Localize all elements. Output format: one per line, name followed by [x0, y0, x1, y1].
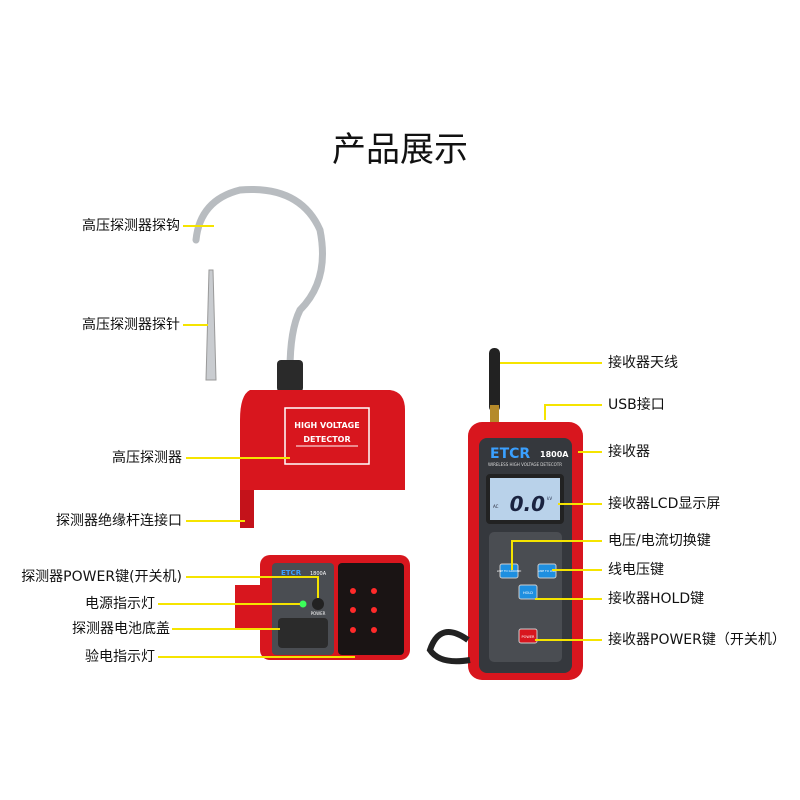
lcd-mode: AC [493, 504, 499, 509]
receiver-antenna [489, 348, 500, 412]
label-antenna: 接收器天线 [608, 355, 678, 371]
lcd-reading: 0.0 [510, 492, 546, 516]
label-detector: 高压探测器 [112, 450, 182, 466]
detector-power-label: POWER [311, 611, 326, 616]
line-to-line-label: LINE TO LINE [538, 569, 556, 573]
detector-power-button[interactable] [312, 598, 324, 610]
verification-leds [350, 588, 377, 633]
hook-collar [277, 360, 303, 392]
page-title: 产品展示 [332, 130, 468, 170]
label-probe-pin: 高压探测器探针 [82, 317, 180, 333]
battery-cover [278, 618, 328, 648]
receiver-model: 1800A [540, 450, 569, 459]
small-detector-model: 1800A [310, 571, 327, 577]
label-detector-power: 探测器POWER键(开关机) [21, 569, 182, 585]
lanyard [426, 629, 471, 665]
line-to-ground-button[interactable] [499, 563, 519, 579]
small-detector-brand: ETCR [281, 569, 302, 577]
line-to-ground-label: LINE TO GROUND [497, 569, 522, 573]
detector-label-box [284, 407, 370, 465]
detector-label-line2: DETECTOR [303, 435, 350, 444]
receiver-brand: ETCR [490, 446, 530, 462]
receiver-lcd [486, 474, 564, 524]
label-usb: USB接口 [608, 397, 665, 413]
label-hook: 高压探测器探钩 [82, 218, 180, 234]
label-battery-cover: 探测器电池底盖 [72, 621, 170, 637]
hold-label: HOLD [523, 591, 533, 595]
hold-button[interactable] [518, 584, 538, 600]
receiver-subtitle: WIRELESS HIGH VOLTAGE DETECOTR [488, 462, 562, 467]
label-receiver: 接收器 [608, 444, 650, 460]
receiver-power-button[interactable] [518, 628, 538, 644]
label-verification-leds: 验电指示灯 [85, 649, 155, 665]
label-receiver-power: 接收器POWER键（开关机） [608, 632, 786, 648]
high-voltage-detector [240, 390, 405, 490]
label-lcd: 接收器LCD显示屏 [608, 496, 721, 512]
lcd-unit: kV [547, 496, 552, 501]
leader-lines [158, 225, 602, 658]
detector-label-line1: HIGH VOLTAGE [294, 421, 359, 430]
label-power-indicator: 电源指示灯 [85, 596, 155, 612]
probe-pin [205, 269, 217, 381]
label-hold-key: 接收器HOLD键 [608, 591, 705, 607]
led-panel [338, 563, 404, 655]
power-indicator-light [299, 600, 307, 608]
label-connector: 探测器绝缘杆连接口 [56, 513, 182, 529]
label-line-voltage-key: 线电压键 [608, 562, 664, 578]
receiver-power-label: POWER [522, 635, 536, 639]
hook-probe [192, 186, 326, 374]
detector-connector [240, 490, 254, 528]
label-switch-key: 电压/电流切换键 [608, 533, 711, 549]
